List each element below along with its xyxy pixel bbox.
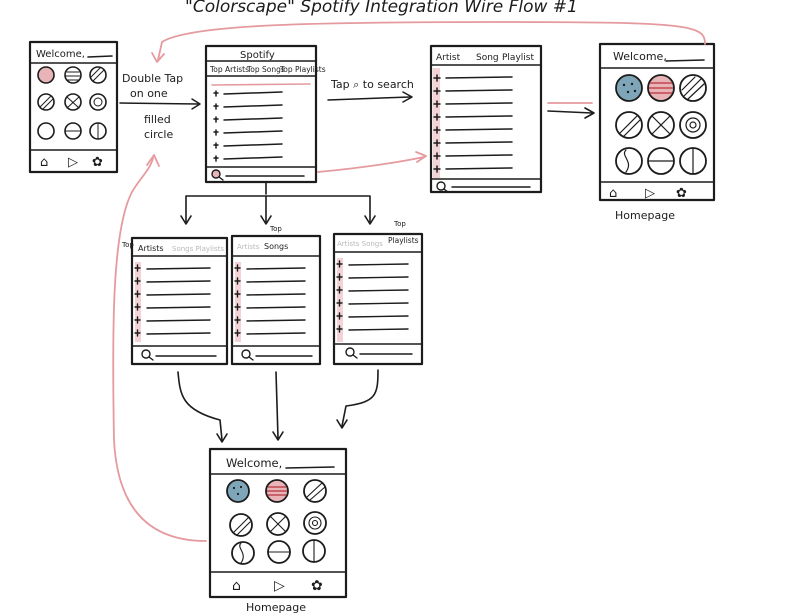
circle-swirl-icon[interactable] — [679, 111, 707, 139]
play-icon[interactable]: ▷ — [274, 578, 285, 594]
circle-crosshatch-icon[interactable] — [64, 93, 82, 111]
flower-icon[interactable]: ✿ — [676, 186, 687, 201]
tag-top: Top — [393, 220, 406, 228]
screen-top-artists: Top Artists Songs Playlists — [121, 236, 229, 366]
tag-top: Top — [269, 225, 282, 233]
annotation-line-2: on one — [130, 87, 168, 100]
home-icon[interactable]: ⌂ — [40, 155, 48, 170]
circle-crosshatch-icon[interactable] — [647, 111, 675, 139]
tab-playlists-active[interactable]: Playlists — [388, 236, 419, 245]
arrow-playlists-to-home — [341, 369, 379, 427]
circle-dotted-icon[interactable] — [37, 66, 55, 84]
tab-song[interactable]: Song — [476, 53, 499, 63]
screen-home-end: Welcome, ⌂ ▷ ✿ — [598, 42, 716, 202]
screen-home-bottom: Welcome, ⌂ ▷ ✿ — [208, 447, 348, 599]
page-title: "Colorscape" Spotify Integration Wire Fl… — [185, 0, 578, 17]
home-bottom-header: Welcome, — [226, 456, 282, 470]
search-icon[interactable] — [141, 349, 151, 359]
tab-top-playlists[interactable]: Top Playlists — [279, 65, 326, 74]
annotation-line-4: circle — [144, 128, 173, 141]
tab-rest[interactable]: Artists Songs — [337, 240, 383, 248]
circle-wave-icon[interactable] — [615, 147, 643, 175]
branch-arrows — [185, 181, 371, 223]
flower-icon[interactable]: ✿ — [311, 578, 323, 594]
circle-diagonal-icon[interactable] — [229, 513, 253, 537]
circle-dotted-selected-icon[interactable] — [615, 74, 643, 102]
screen-search: Artist Song Playlist — [429, 44, 543, 194]
spotify-header: Spotify — [240, 50, 275, 61]
home-start-header: Welcome, — [36, 49, 85, 60]
search-icon[interactable] — [211, 169, 221, 179]
top-playlists-list — [336, 260, 409, 333]
circle-wave-icon[interactable] — [231, 541, 255, 565]
search-list — [433, 74, 513, 173]
circle-dotted-selected-icon[interactable] — [226, 479, 250, 503]
annotation-line-3: filled — [144, 113, 171, 126]
circle-diagonal-icon[interactable] — [303, 479, 327, 503]
pink-arrow-bottom-loop — [112, 157, 207, 542]
tab-top-songs[interactable]: Top Songs — [246, 65, 285, 74]
home-end-header: Welcome, — [613, 50, 667, 63]
home-start-circles — [37, 66, 107, 140]
screen-spotify: Spotify Top Artists Top Songs Top Playli… — [204, 44, 326, 184]
circle-swirl-icon[interactable] — [303, 511, 327, 535]
circle-striped-icon[interactable] — [64, 66, 82, 84]
screen-top-songs: Top Artists Songs — [230, 225, 322, 366]
arrow-to-search — [327, 96, 411, 101]
spotify-list — [213, 90, 283, 162]
circle-diagonal-icon[interactable] — [89, 66, 107, 84]
screen-home-start: Welcome, ⌂ ▷ ✿ — [28, 40, 119, 174]
circle-half-icon[interactable] — [647, 147, 675, 175]
arrow-to-home-end — [547, 110, 593, 114]
play-icon[interactable]: ▷ — [68, 155, 78, 170]
tab-artists-active[interactable]: Artists — [138, 244, 164, 253]
tab-artist[interactable]: Artist — [436, 53, 461, 63]
pink-arrow-top-loop — [157, 21, 706, 61]
circle-crosshatch-icon[interactable] — [266, 512, 290, 536]
tab-top-artists[interactable]: Top Artists — [209, 65, 249, 74]
annotation-line-1: Double Tap — [122, 72, 183, 85]
circle-diagonal-icon[interactable] — [37, 93, 55, 111]
tab-songs-active[interactable]: Songs — [264, 242, 288, 251]
tab-playlist[interactable]: Playlist — [502, 53, 534, 63]
tab-rest[interactable]: Songs Playlists — [172, 245, 224, 253]
annotation-double-tap: Double Tap on one filled circle — [122, 72, 183, 141]
tab-rest[interactable]: Artists — [237, 243, 260, 251]
home-icon[interactable]: ⌂ — [232, 578, 241, 594]
screen-top-playlists: Top Artists Songs Playlists — [332, 220, 424, 366]
top-songs-list — [234, 264, 306, 337]
arrow-songs-to-home — [275, 371, 279, 439]
search-icon[interactable] — [241, 349, 251, 359]
home-bottom-caption: Homepage — [246, 601, 306, 614]
circle-diagonal-icon[interactable] — [615, 111, 643, 139]
top-artists-list — [134, 264, 211, 337]
home-end-caption: Homepage — [615, 209, 675, 222]
search-icon[interactable] — [345, 347, 355, 357]
circle-wave-icon[interactable] — [37, 122, 55, 140]
home-icon[interactable]: ⌂ — [609, 186, 617, 201]
arrow-to-spotify — [119, 102, 199, 105]
search-icon[interactable] — [436, 181, 446, 191]
flower-icon[interactable]: ✿ — [92, 155, 103, 170]
circle-swirl-icon[interactable] — [89, 93, 107, 111]
play-icon[interactable]: ▷ — [645, 186, 655, 201]
circle-diagonal-icon[interactable] — [679, 74, 707, 102]
annotation-tap-search: Tap ⌕ to search — [330, 78, 414, 91]
arrow-artists-to-home — [177, 371, 223, 441]
tag-top: Top — [121, 241, 134, 249]
pink-arrow-spotify-to-search — [317, 156, 425, 173]
